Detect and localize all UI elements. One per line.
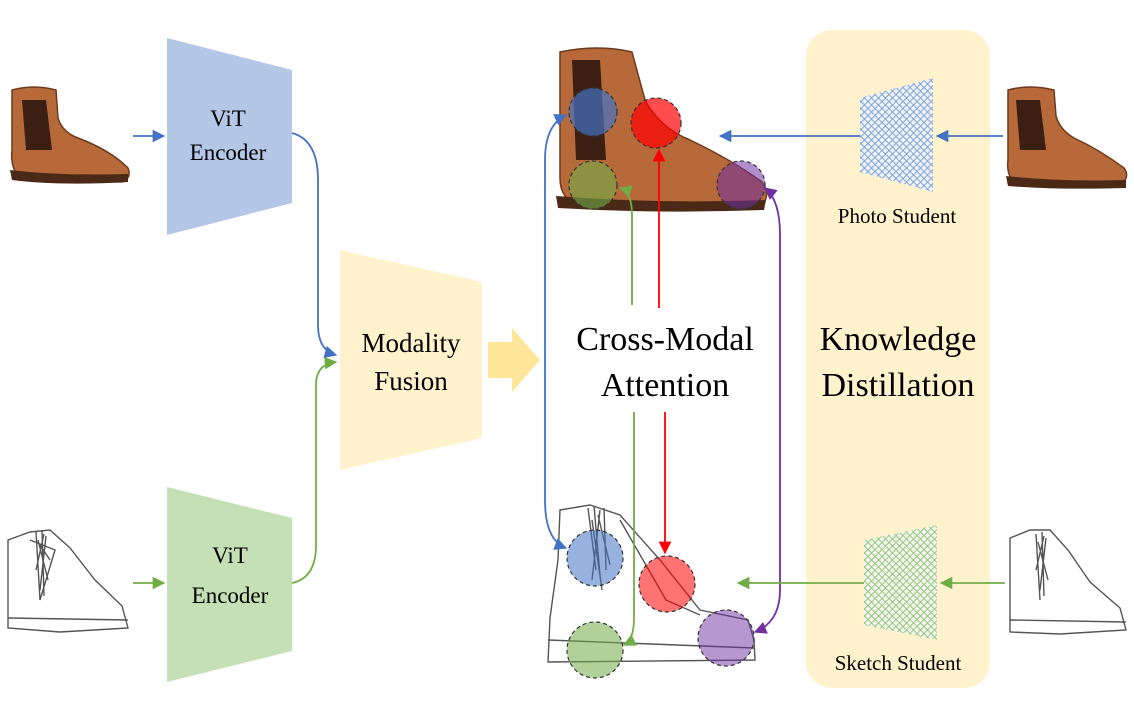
attention-label-backdrop bbox=[566, 316, 764, 408]
photo-student-model bbox=[860, 78, 933, 192]
attention-circle-sketch-red bbox=[638, 555, 696, 613]
distillation-panel bbox=[806, 30, 990, 688]
attention-circle-photo-purple bbox=[716, 160, 766, 210]
sketch-student-label: Sketch Student bbox=[835, 651, 962, 675]
photo-vit-encoder bbox=[167, 38, 292, 235]
photo-boot-right-image bbox=[1006, 86, 1128, 189]
blue-attention-link bbox=[544, 114, 568, 550]
photo-encoder-label-line2: Encoder bbox=[190, 140, 267, 165]
attention-circle-sketch-purple bbox=[697, 609, 755, 667]
sketch-encoder-label-line1: ViT bbox=[212, 543, 248, 568]
purple-attention-link bbox=[753, 187, 781, 634]
photo-student-label: Photo Student bbox=[838, 204, 957, 228]
green-attention-link-upper bbox=[618, 185, 633, 305]
sketch-right-image bbox=[1009, 529, 1127, 635]
attention-circle-photo-red bbox=[630, 97, 682, 149]
sketch-input-image bbox=[7, 529, 129, 633]
attention-circle-sketch-blue bbox=[566, 529, 624, 587]
sketch-vit-encoder bbox=[167, 487, 292, 682]
distillation-label-line2: Distillation bbox=[822, 367, 975, 404]
sketch-encoder-label-line2: Encoder bbox=[192, 583, 269, 608]
photo-to-fusion-connector bbox=[291, 132, 338, 359]
fusion-label-line2: Fusion bbox=[374, 366, 448, 396]
attention-circle-sketch-green bbox=[566, 621, 624, 679]
sketch-student-model bbox=[864, 525, 937, 640]
photo-boot-input-image bbox=[10, 86, 130, 184]
fusion-to-attention-arrow bbox=[488, 328, 540, 392]
fusion-label-line1: Modality bbox=[362, 328, 461, 358]
photo-encoder-label-line1: ViT bbox=[210, 106, 246, 131]
attention-circle-photo-blue bbox=[568, 87, 618, 137]
attention-circle-photo-green bbox=[568, 160, 618, 210]
sketch-to-fusion-connector bbox=[291, 356, 338, 584]
modality-fusion-block bbox=[340, 250, 482, 470]
attention-label-line2: Attention bbox=[601, 367, 729, 404]
distillation-label-line1: Knowledge bbox=[820, 321, 977, 358]
attention-label-line1: Cross-Modal bbox=[576, 321, 754, 358]
green-attention-link-lower bbox=[622, 412, 637, 646]
